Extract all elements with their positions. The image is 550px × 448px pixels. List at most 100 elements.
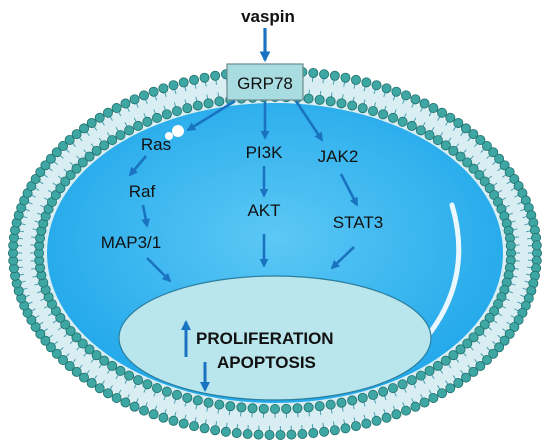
proliferation-label: PROLIFERATION — [196, 329, 334, 348]
inner-phospholipid-head — [468, 163, 479, 174]
inner-phospholipid-head — [192, 395, 203, 406]
outer-phospholipid-head — [102, 107, 113, 118]
outer-phospholipid-head — [199, 72, 210, 83]
outer-phospholipid-head — [158, 83, 169, 94]
inner-phospholipid-head — [336, 397, 347, 408]
outer-phospholipid-head — [297, 429, 308, 440]
inner-phospholipid-head — [84, 344, 95, 355]
outer-phospholipid-head — [391, 409, 402, 420]
outer-phospholipid-head — [189, 74, 200, 85]
jak2-label: JAK2 — [318, 147, 359, 166]
outer-phospholipid-head — [460, 372, 471, 383]
outer-phospholipid-head — [138, 405, 149, 416]
inner-phospholipid-head — [484, 312, 495, 323]
apoptosis-label: APOPTOSIS — [217, 353, 316, 372]
inner-phospholipid-head — [115, 365, 126, 376]
inner-phospholipid-head — [325, 399, 336, 410]
nucleus — [118, 275, 432, 401]
inner-phospholipid-head — [192, 100, 203, 111]
inner-phospholipid-head — [415, 370, 426, 381]
outer-phospholipid-head — [488, 348, 499, 359]
inner-phospholipid-head — [336, 98, 347, 109]
outer-phospholipid-head — [102, 388, 113, 399]
outer-phospholipid-head — [361, 418, 372, 429]
outer-phospholipid-head — [264, 429, 275, 440]
inner-phospholipid-head — [258, 403, 269, 414]
inner-phospholipid-head — [440, 140, 451, 151]
outer-phospholipid-head — [340, 72, 351, 83]
outer-phospholipid-head — [35, 328, 46, 339]
outer-phospholipid-head — [64, 361, 75, 372]
inner-phospholipid-head — [182, 392, 193, 403]
outer-phospholipid-head — [210, 70, 221, 81]
outer-phospholipid-head — [120, 397, 131, 408]
outer-phospholipid-head — [86, 117, 97, 128]
outer-phospholipid-head — [35, 167, 46, 178]
inner-phospholipid-head — [133, 120, 144, 131]
outer-phospholipid-head — [371, 80, 382, 91]
outer-phospholipid-head — [79, 123, 90, 134]
arrow-map3-to-nucleus — [146, 257, 172, 283]
ras-label: Ras — [141, 135, 171, 154]
outer-phospholipid-head — [499, 335, 510, 346]
outer-phospholipid-head — [410, 94, 421, 105]
outer-phospholipid-head — [58, 141, 69, 152]
inner-phospholipid-head — [462, 338, 473, 349]
inner-phospholipid-head — [107, 135, 118, 146]
inner-phospholipid-head — [151, 383, 162, 394]
outer-phospholipid-head — [428, 392, 439, 403]
arrow-jak2-to-stat3 — [339, 173, 359, 207]
outer-phospholipid-head — [468, 366, 479, 377]
outer-phospholipid-head — [481, 141, 492, 152]
inner-phospholipid-head — [55, 183, 66, 194]
inner-phospholipid-head — [214, 399, 225, 410]
inner-phospholipid-head — [203, 397, 214, 408]
inner-phospholipid-head — [415, 125, 426, 136]
outer-phospholipid-head — [391, 86, 402, 97]
inner-phospholipid-head — [171, 389, 182, 400]
inner-phospholipid-head — [424, 365, 435, 376]
outer-phospholipid-head — [45, 153, 56, 164]
outer-phospholipid-head — [129, 94, 140, 105]
outer-phospholipid-head — [148, 409, 159, 420]
outer-phospholipid-head — [350, 421, 361, 432]
outer-phospholipid-head — [494, 153, 505, 164]
ras-dot-large — [172, 125, 184, 137]
ras-dot-small — [165, 132, 173, 140]
inner-phospholipid-head — [303, 93, 314, 104]
inner-phospholipid-head — [378, 109, 389, 120]
outer-phospholipid-head — [120, 98, 131, 109]
inner-phospholipid-head — [357, 103, 368, 114]
outer-phospholipid-head — [94, 383, 105, 394]
outer-phospholipid-head — [158, 412, 169, 423]
inner-phospholipid-head — [325, 96, 336, 107]
inner-phospholipid-head — [65, 169, 76, 180]
outer-phospholipid-head — [437, 107, 448, 118]
outer-phospholipid-head — [329, 70, 340, 81]
outer-phospholipid-head — [71, 129, 82, 140]
outer-phospholipid-head — [488, 147, 499, 158]
inner-phospholipid-head — [60, 319, 71, 330]
inner-phospholipid-head — [347, 395, 358, 406]
inner-phospholipid-head — [303, 402, 314, 413]
outer-phospholipid-head — [30, 173, 41, 184]
outer-phospholipid-head — [453, 378, 464, 389]
outer-phospholipid-head — [319, 426, 330, 437]
inner-phospholipid-head — [171, 106, 182, 117]
outer-phospholipid-head — [210, 425, 221, 436]
inner-phospholipid-head — [182, 103, 193, 114]
outer-phospholipid-head — [129, 401, 140, 412]
inner-phospholipid-head — [347, 100, 358, 111]
inner-phospholipid-head — [65, 325, 76, 336]
inner-phospholipid-head — [432, 360, 443, 371]
outer-phospholipid-head — [453, 117, 464, 128]
outer-phospholipid-head — [400, 405, 411, 416]
inner-phospholipid-head — [432, 135, 443, 146]
outer-phospholipid-head — [199, 423, 210, 434]
inner-phospholipid-head — [424, 130, 435, 141]
arrow-stat3-to-nucleus — [330, 246, 355, 270]
arrow-grp78-to-jak2 — [294, 100, 324, 142]
inner-phospholipid-head — [468, 332, 479, 343]
inner-phospholipid-head — [99, 355, 110, 366]
outer-phospholipid-head — [40, 160, 51, 171]
